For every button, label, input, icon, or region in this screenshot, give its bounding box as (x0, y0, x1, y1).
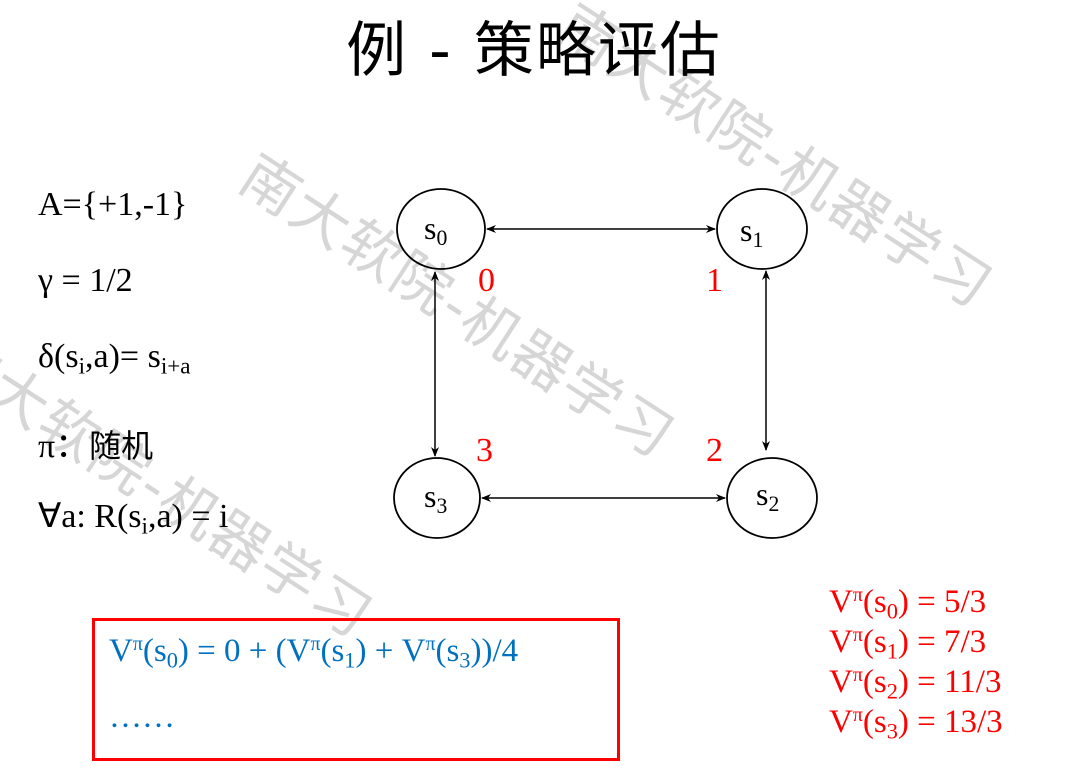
value-results: Vπ(s0) = 5/3 Vπ(s1) = 7/3 Vπ(s2) = 11/3 … (829, 582, 1003, 742)
transition-function: δ(si,a)= si+a (38, 338, 191, 380)
value-s2: Vπ(s2) = 11/3 (829, 664, 1002, 704)
transition-mid: ,a)= s (85, 338, 161, 375)
action-set: A={+1,-1} (38, 186, 188, 223)
reward-label-s1: 1 (706, 262, 723, 299)
subscript: i+a (160, 353, 191, 380)
state-node-s2 (726, 457, 818, 539)
state-node-s3 (393, 457, 481, 539)
node-label-s2: s2 (756, 476, 780, 517)
policy-symbol: π： (38, 428, 90, 465)
reward-rhs: ,a) = i (147, 498, 229, 535)
reward-label-s0: 0 (478, 262, 495, 299)
bellman-equation-s0: Vπ(s0) = 0 + (Vπ(s1) + Vπ(s3))/4 (109, 633, 519, 673)
reward-label-s3: 3 (476, 432, 493, 469)
reward-function: ∀a: R(si,a) = i (38, 496, 229, 540)
state-node-s1 (716, 188, 808, 270)
node-label-s3: s3 (424, 478, 448, 519)
policy: π：随机 (38, 418, 153, 467)
subscript: i (78, 353, 85, 380)
reward-lhs: ∀a: R(s (38, 498, 142, 535)
transition-lhs: δ(s (38, 338, 79, 375)
equation-box: Vπ(s0) = 0 + (Vπ(s1) + Vπ(s3))/4 …… (92, 618, 620, 761)
value-s3: Vπ(s3) = 13/3 (829, 704, 1003, 744)
page-title: 例 - 策略评估 (346, 16, 722, 86)
node-label-s0: s0 (424, 210, 448, 251)
value-s1: Vπ(s1) = 7/3 (829, 624, 987, 664)
ellipsis: …… (109, 699, 175, 735)
state-node-s0 (396, 188, 486, 270)
reward-label-s2: 2 (706, 432, 723, 469)
node-label-s1: s1 (740, 212, 764, 253)
value-s0: Vπ(s0) = 5/3 (829, 584, 987, 624)
policy-text: 随机 (89, 427, 154, 465)
subscript: i (141, 513, 148, 540)
discount-factor: γ = 1/2 (38, 262, 133, 299)
